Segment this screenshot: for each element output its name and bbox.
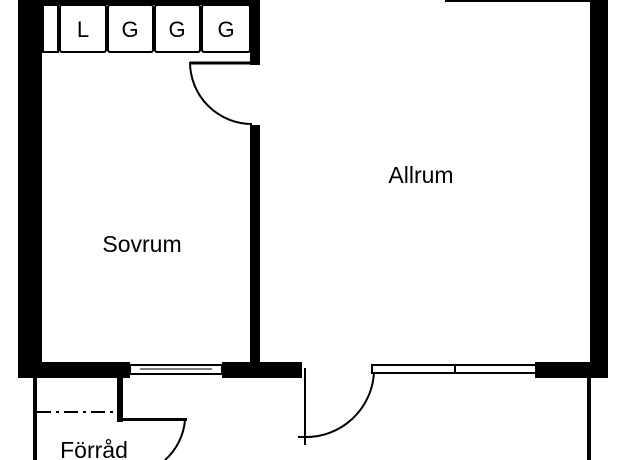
room-label-living: Allrum [388,162,453,188]
top-right-line [445,0,592,2]
wardrobe-label: G [217,17,234,42]
bottom-wall [18,362,608,378]
storage-wall [117,378,123,422]
bedroom-door [189,61,260,125]
room-label-bedroom: Sovrum [102,231,181,257]
room-label-storage: Förråd [60,437,128,460]
closet-side-wall [250,0,260,65]
right-outer-wall [590,0,608,378]
wardrobe-row [42,4,251,53]
partition-wall [250,125,260,370]
entrance-door [298,368,375,445]
lower-left-wall [33,378,37,460]
wardrobe-label: G [168,17,185,42]
top-wall [18,0,260,5]
storage-door [164,419,186,460]
wardrobe-label: G [121,17,138,42]
lower-right-wall [587,378,591,460]
wardrobe-label: L [77,17,89,42]
left-outer-wall [18,0,42,378]
storage-wall [117,418,187,421]
